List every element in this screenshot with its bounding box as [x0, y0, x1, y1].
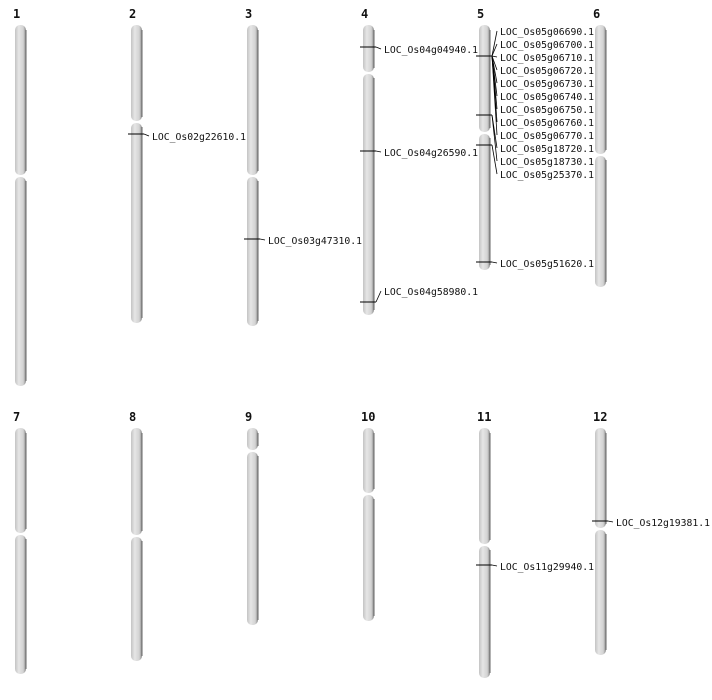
gene-label: LOC_Os02g22610.1 [152, 132, 246, 143]
gene-connector [491, 564, 498, 567]
chromosome-number: 7 [13, 410, 20, 424]
chromosome-arm-short [363, 25, 374, 72]
chromosome-arm-long [15, 177, 26, 386]
gene-label: LOC_Os05g06720.1 [500, 66, 594, 77]
gene-connector [375, 46, 382, 50]
gene-label: LOC_Os05g06690.1 [500, 27, 594, 38]
gene-connector [375, 150, 382, 153]
chromosome-number: 6 [593, 7, 600, 21]
gene-label: LOC_Os04g58980.1 [384, 287, 478, 298]
chromosome-number: 1 [13, 7, 20, 21]
gene-label: LOC_Os05g06760.1 [500, 118, 594, 129]
chromosome-number: 4 [361, 7, 368, 21]
chromosome-number: 11 [477, 410, 491, 424]
chromosome-number: 9 [245, 410, 252, 424]
gene-label-layer: LOC_Os02g22610.1LOC_Os03g47310.1LOC_Os04… [128, 27, 710, 573]
gene-connector [491, 55, 498, 136]
chromosome-arm-short [595, 428, 606, 528]
chromosome-arm-short [15, 428, 26, 533]
chromosome-arm-short [595, 25, 606, 154]
chromosome-arm-long [479, 546, 490, 678]
gene-connector [375, 290, 382, 303]
chromosome-number: 8 [129, 410, 136, 424]
gene-connector [491, 55, 498, 58]
gene-connector [607, 520, 614, 523]
chromosome-number: 2 [129, 7, 136, 21]
chromosome-arm-long [131, 123, 142, 323]
gene-label: LOC_Os04g26590.1 [384, 148, 478, 159]
chromosome-arm-long [363, 495, 374, 621]
chromosome-number: 3 [245, 7, 252, 21]
gene-label: LOC_Os05g06740.1 [500, 92, 594, 103]
chromosome-arm-long [595, 530, 606, 655]
gene-connector [259, 238, 266, 241]
gene-label: LOC_Os05g51620.1 [500, 259, 594, 270]
chromosome-arm-long [363, 74, 374, 315]
gene-connector [491, 114, 498, 162]
gene-connector [491, 30, 498, 57]
chromosome-arm-short [131, 25, 142, 121]
chromosome-arm-short [363, 428, 374, 493]
gene-connector [491, 261, 498, 264]
chromosome-arm-long [247, 452, 258, 625]
gene-label: LOC_Os05g06710.1 [500, 53, 594, 64]
chromosome-arm-long [131, 537, 142, 661]
gene-connector [143, 133, 150, 137]
gene-label: LOC_Os05g06730.1 [500, 79, 594, 90]
gene-label: LOC_Os05g25370.1 [500, 170, 594, 181]
chromosome-arm-short [479, 25, 490, 132]
chromosome-arm-short [247, 428, 258, 450]
gene-connector [491, 144, 498, 175]
gene-connector [491, 43, 498, 57]
chromosome-arm-short [479, 428, 490, 544]
chromosome-number: 10 [361, 410, 375, 424]
chromosome-arm-short [15, 25, 26, 175]
chromosome-arm-long [15, 535, 26, 674]
gene-label: LOC_Os05g18720.1 [500, 144, 594, 155]
gene-label: LOC_Os05g06750.1 [500, 105, 594, 116]
gene-label: LOC_Os04g04940.1 [384, 45, 478, 56]
chromosome-arm-long [247, 177, 258, 326]
gene-label: LOC_Os05g06770.1 [500, 131, 594, 142]
chromosome-arm-short [247, 25, 258, 175]
chromosome-arm-long [595, 156, 606, 287]
chromosome-arm-short [131, 428, 142, 535]
gene-label: LOC_Os12g19381.1 [616, 518, 710, 529]
chromosome-number: 5 [477, 7, 484, 21]
chromosome-number: 12 [593, 410, 607, 424]
gene-label: LOC_Os05g06700.1 [500, 40, 594, 51]
gene-label: LOC_Os03g47310.1 [268, 236, 362, 247]
gene-label: LOC_Os11g29940.1 [500, 562, 594, 573]
gene-label: LOC_Os05g18730.1 [500, 157, 594, 168]
chromosome-arm-long [479, 134, 490, 270]
